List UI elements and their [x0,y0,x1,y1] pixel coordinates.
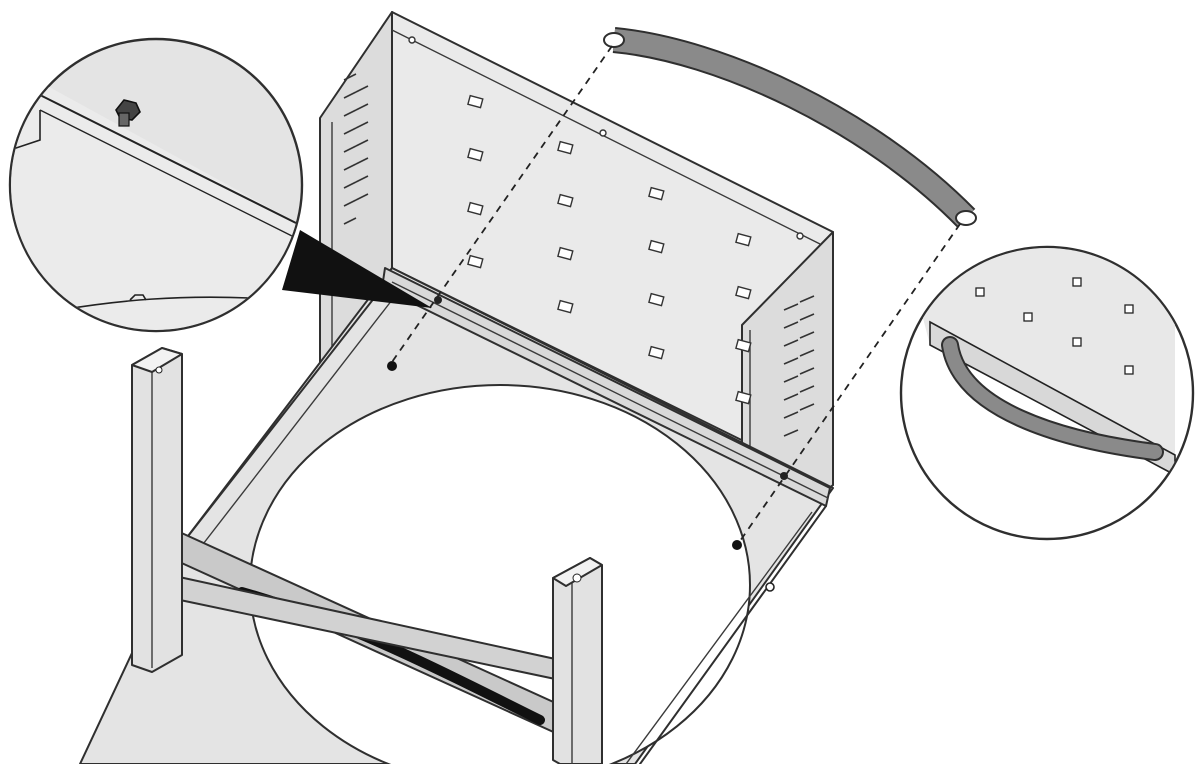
left-leg [131,347,183,673]
right-callout [899,245,1195,541]
handle [603,27,977,228]
right-vents [783,295,815,437]
right-leg [552,557,603,764]
screw-icon [115,99,141,127]
left-vents [343,73,369,225]
panel-slots [408,36,804,405]
left-callout [8,37,432,333]
hole-icon [434,296,442,304]
base-frame [79,267,834,764]
callout-leader [282,230,432,308]
